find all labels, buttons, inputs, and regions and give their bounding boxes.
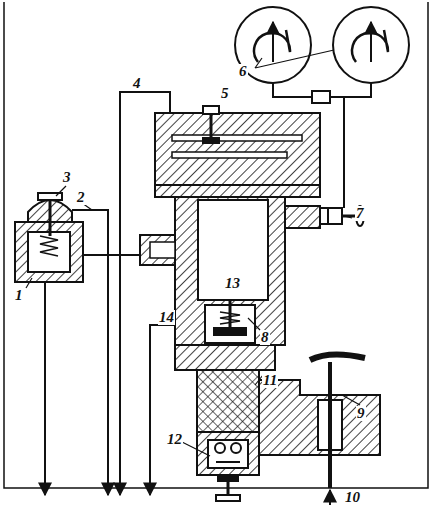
pipes — [45, 92, 175, 495]
callout-number: 12 — [166, 432, 183, 447]
callout-number: 2 — [76, 190, 86, 205]
valve-body — [140, 197, 320, 345]
leader-line — [255, 50, 334, 68]
callout-number: 7 — [355, 206, 365, 221]
frame — [4, 2, 428, 488]
adjusting-screw — [203, 106, 219, 143]
callout-number: 9 — [356, 406, 366, 421]
relief-valve — [15, 193, 83, 282]
cover-block — [155, 113, 320, 197]
callout-number: 3 — [62, 170, 72, 185]
callout-number: 4 — [132, 76, 142, 91]
callout-number: 1 — [14, 288, 24, 303]
inlet-arrow — [329, 490, 331, 505]
callout-number: 13 — [224, 276, 241, 291]
leader-lines — [26, 186, 360, 456]
callout-number: 6 — [238, 64, 248, 79]
needle-valve — [320, 206, 364, 226]
shutoff-valve — [259, 354, 380, 488]
inner-valve — [205, 300, 255, 343]
callout-number: 14 — [158, 310, 175, 325]
callout-number: 8 — [260, 330, 270, 345]
callout-number: 5 — [220, 86, 230, 101]
callout-number: 10 — [344, 490, 361, 505]
callout-number: 11 — [262, 373, 278, 388]
